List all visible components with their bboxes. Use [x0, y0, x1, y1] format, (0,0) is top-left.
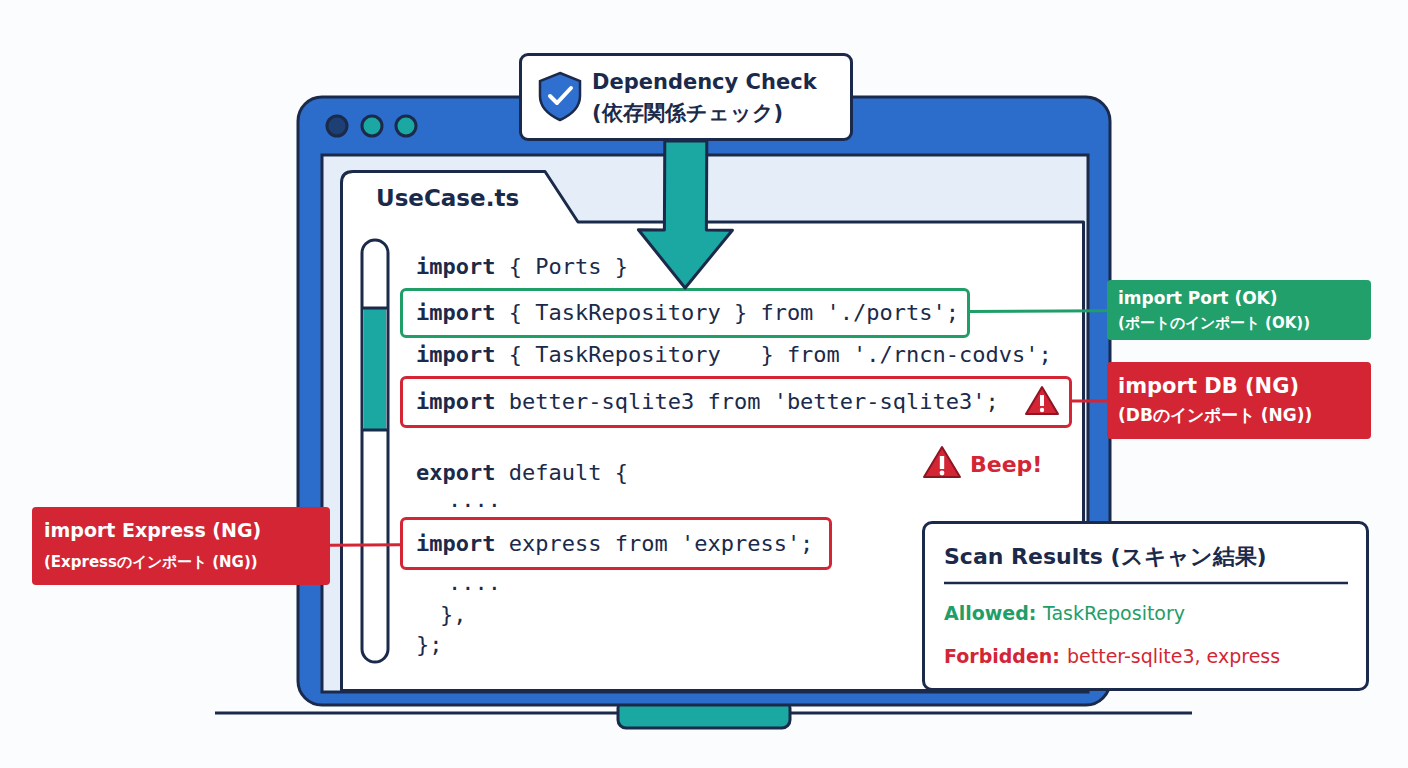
laptop-base	[618, 700, 790, 728]
result-value: better-sqlite3, express	[1067, 644, 1280, 668]
code-rest: express from 'express';	[495, 531, 813, 556]
box-subheading: (依存関係チェック)	[592, 100, 783, 126]
warning-triangle	[1026, 387, 1058, 414]
code-line: import express from 'express';	[416, 530, 813, 558]
code-line: },	[440, 601, 467, 629]
code-rest: better-sqlite3 from 'better-sqlite3';	[495, 389, 998, 414]
allowed-import-box: import { TaskRepository } from './ports'…	[400, 288, 970, 338]
code-keyword: import	[416, 531, 495, 556]
scrollbar-track	[362, 240, 388, 662]
check-mark	[550, 88, 571, 103]
callout-subtitle: (DBのインポート (NG))	[1118, 405, 1312, 426]
scrollbar-thumb	[364, 308, 386, 430]
callout-title: import DB (NG)	[1118, 373, 1299, 399]
code-keyword: import	[416, 342, 495, 367]
scrollbar-edge	[363, 307, 387, 310]
code-keyword: import	[416, 389, 495, 414]
warning-icon	[1026, 387, 1058, 414]
code-rest: default {	[495, 460, 627, 485]
leader-line	[970, 309, 1107, 313]
callout-subtitle: (ポートのインポート (OK))	[1118, 314, 1310, 333]
alert-label: Beep!	[970, 451, 1042, 479]
block-arrow	[638, 141, 732, 288]
window-dot	[327, 116, 347, 136]
results-heading: Scan Results (スキャン結果)	[944, 543, 1267, 571]
window-dot	[396, 116, 416, 136]
callout-subtitle: (Expressのインポート (NG))	[44, 553, 258, 572]
scrollbar-edge	[363, 429, 387, 432]
result-key: Allowed:	[944, 601, 1036, 625]
code-keyword: import	[416, 300, 495, 325]
warning-triangle	[924, 447, 960, 477]
code-line: ....	[448, 486, 501, 514]
box-heading: Dependency Check	[592, 69, 817, 95]
result-key: Forbidden:	[944, 644, 1060, 668]
code-line: };	[416, 631, 443, 659]
window-screen	[322, 155, 1088, 692]
code-line: import better-sqlite3 from 'better-sqlit…	[416, 388, 999, 416]
heading-rule	[944, 582, 1348, 585]
code-rest: { TaskRepository } from './rncn-codvs';	[495, 342, 1051, 367]
shield-icon	[540, 73, 580, 120]
code-line: import { TaskRepository } from './rncn-c…	[416, 341, 1052, 369]
code-line: import { Ports }	[416, 253, 628, 281]
desk-line	[215, 712, 1192, 715]
file-tab-title: UseCase.ts	[376, 184, 519, 213]
ng-callout: import Express (NG) (Expressのインポート (NG))	[32, 507, 330, 585]
forbidden-import-box: import express from 'express';	[400, 517, 832, 570]
ok-callout: import Port (OK) (ポートのインポート (OK))	[1107, 280, 1371, 340]
check-box: Dependency Check (依存関係チェック)	[519, 53, 853, 141]
code-keyword: import	[416, 254, 495, 279]
scan-results-box: Scan Results (スキャン結果) Allowed: TaskReposit…	[922, 521, 1369, 691]
ng-callout: import DB (NG) (DBのインポート (NG))	[1107, 362, 1371, 439]
warning-dot	[1040, 408, 1044, 412]
panel-shape	[342, 172, 1084, 691]
warning-icon	[924, 447, 960, 477]
result-value: TaskRepository	[1043, 601, 1185, 625]
code-line: export default {	[416, 459, 628, 487]
code-line: import { TaskRepository } from './ports'…	[416, 299, 959, 327]
warning-bar	[940, 456, 944, 469]
leader-line	[1072, 399, 1107, 402]
leader-line	[330, 543, 400, 546]
window-dot	[362, 116, 382, 136]
callout-title: import Port (OK)	[1118, 288, 1278, 309]
window-frame	[298, 97, 1110, 705]
warning-dot	[940, 471, 945, 476]
callout-title: import Express (NG)	[44, 518, 261, 542]
warning-bar	[1040, 395, 1044, 406]
code-keyword: export	[416, 460, 495, 485]
code-line: ....	[448, 569, 501, 597]
code-rest: { TaskRepository } from './ports';	[495, 300, 959, 325]
forbidden-import-box: import better-sqlite3 from 'better-sqlit…	[400, 376, 1072, 428]
code-rest: { Ports }	[495, 254, 627, 279]
